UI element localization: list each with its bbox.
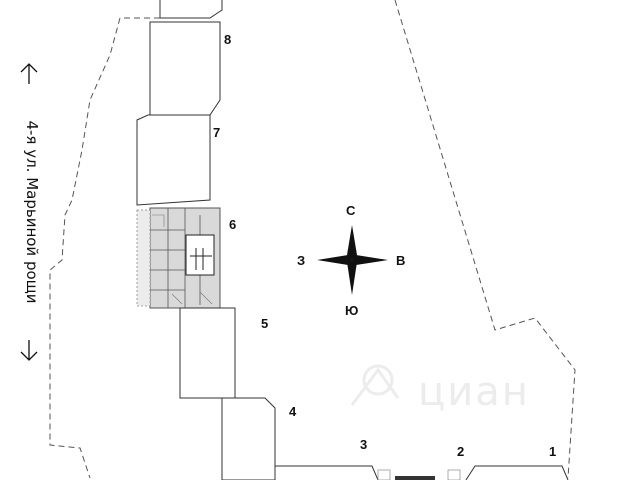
- building-8-top: [159, 0, 223, 19]
- street-label: 4-я ул. Марьиной рощи: [23, 120, 41, 304]
- section-label-4: 4: [289, 404, 297, 419]
- watermark-logo: [350, 364, 400, 406]
- compass-north-label: С: [346, 203, 356, 218]
- section-label-5: 5: [261, 316, 269, 331]
- compass-east-label: В: [396, 253, 406, 268]
- section-label-7: 7: [213, 125, 221, 140]
- building-2: [377, 469, 461, 480]
- section-label-6: 6: [229, 217, 237, 232]
- section-label-3: 3: [360, 437, 368, 452]
- arrow-down-icon: [20, 340, 38, 361]
- section-label-2: 2: [457, 444, 465, 459]
- building-8: [149, 21, 221, 116]
- compass-west-label: З: [297, 253, 306, 268]
- compass-star-icon: [317, 225, 388, 295]
- section-label-8: 8: [224, 32, 232, 47]
- watermark-text: циан: [418, 369, 530, 415]
- site-boundary: [49, 0, 576, 479]
- compass-south-label: Ю: [345, 303, 359, 318]
- building-3: [275, 465, 379, 480]
- building-6-floorplan: [136, 207, 221, 309]
- building-4: [221, 397, 276, 480]
- building-5: [179, 307, 236, 399]
- section-label-1: 1: [549, 444, 557, 459]
- building-7: [136, 114, 211, 206]
- building-1: [465, 465, 569, 480]
- arrow-up-icon: [20, 63, 38, 84]
